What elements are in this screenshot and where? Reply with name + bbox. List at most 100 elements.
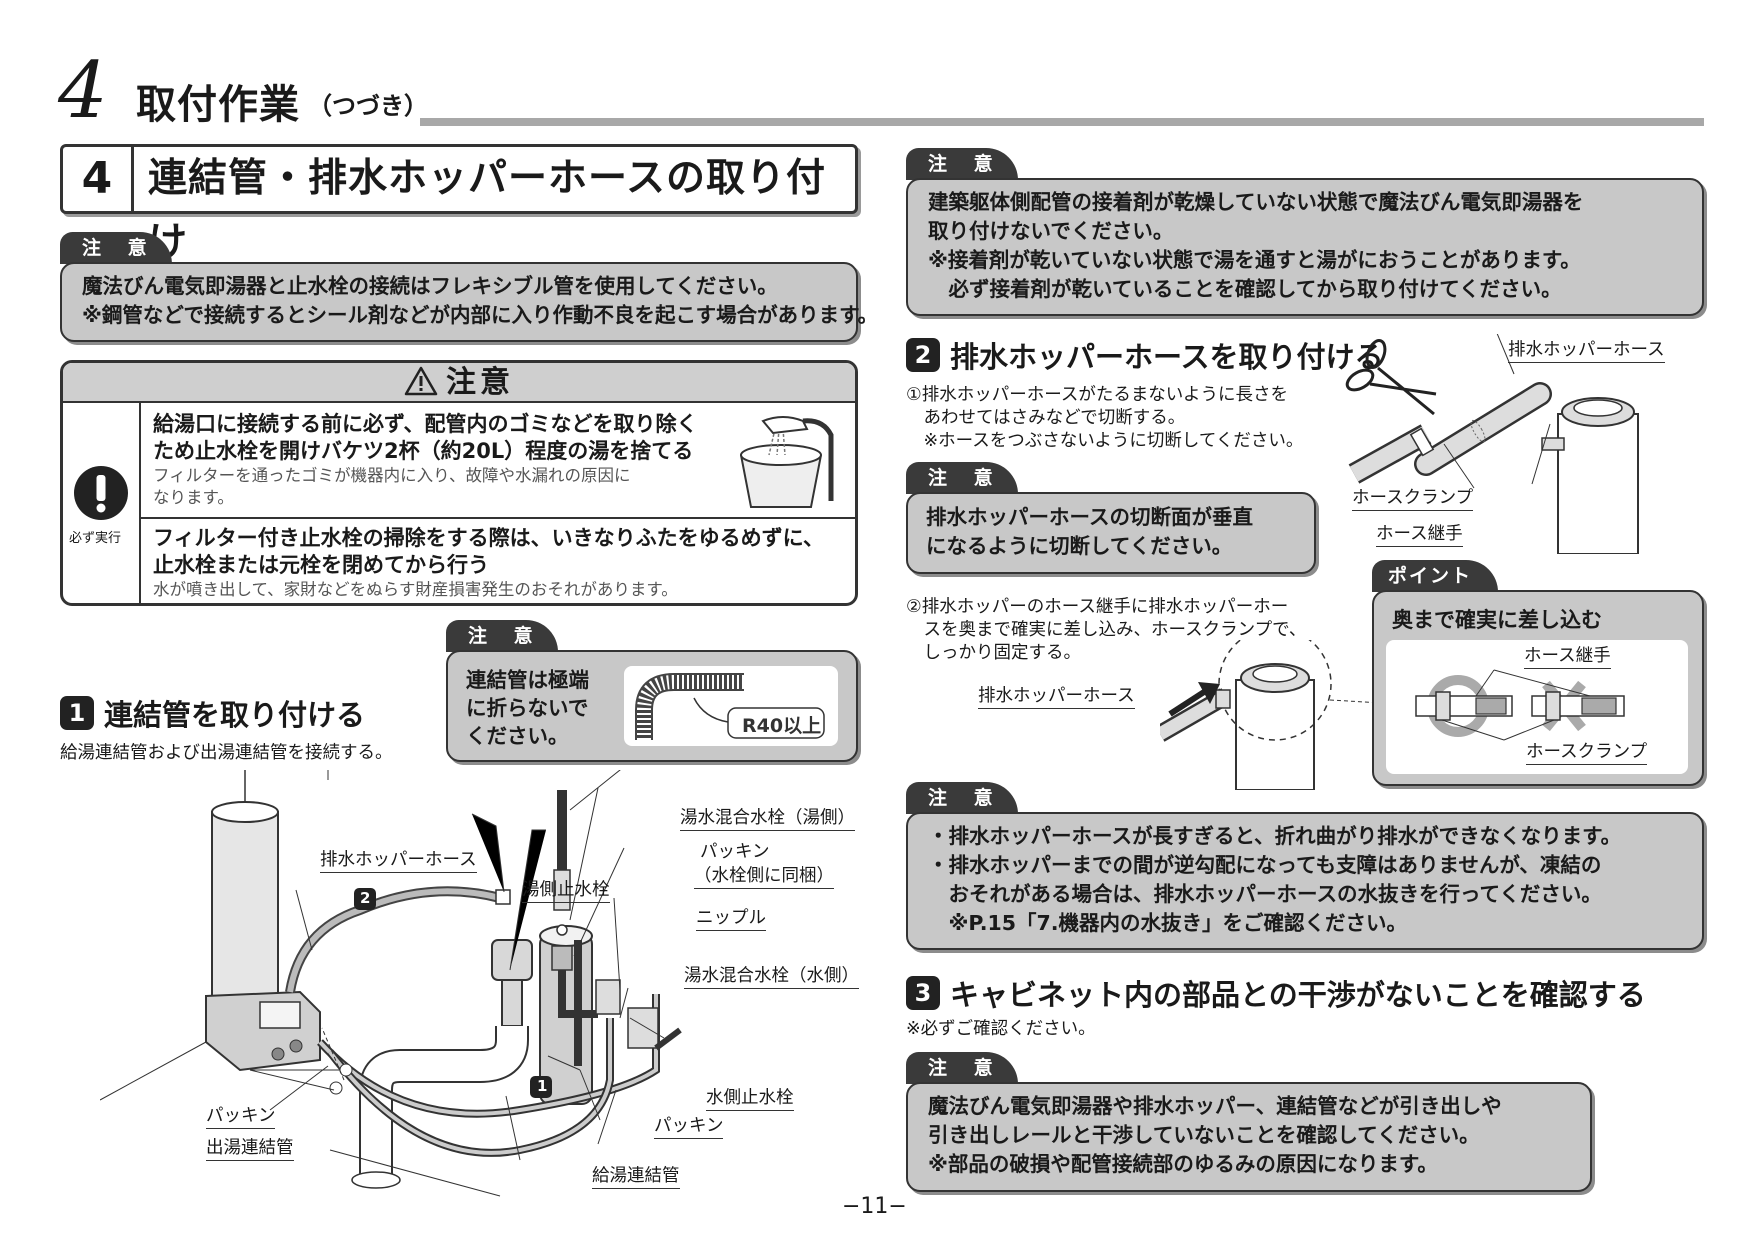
warning-header: 注意 bbox=[63, 363, 855, 403]
warning-item-2-note: 水が噴き出して、家財などをぬらす財産損害発生のおそれがあります。 bbox=[153, 580, 678, 599]
warning-left-column: 必ず実行 bbox=[63, 403, 141, 603]
point-label-joint: ホース継手 bbox=[1524, 642, 1611, 669]
warning-divider bbox=[141, 517, 855, 519]
marker-1-label: 1 bbox=[537, 1077, 548, 1095]
warning-item-2-line: フィルター付き止水栓の掃除をする際は、いきなりふたをゆるめずに、 bbox=[153, 526, 824, 550]
step-1-description: 給湯連結管および出湯連結管を接続する。 bbox=[60, 743, 393, 763]
instruction-line: ※ホースをつぶさないように切断してください。 bbox=[906, 431, 1304, 451]
label-packing: パッキン bbox=[700, 842, 770, 862]
step-2-title: 排水ホッパーホースを取り付ける bbox=[950, 340, 1384, 374]
caution-hose-line: ・排水ホッパーまでの間が逆勾配になっても支障はありませんが、凍結の bbox=[928, 853, 1602, 877]
caution-hose-line: ※P.15「7.機器内の水抜き」をご確認ください。 bbox=[928, 911, 1408, 935]
caution-interference-line: ※部品の破損や配管接続部のゆるみの原因になります。 bbox=[928, 1152, 1438, 1176]
label-nipple: ニップル bbox=[696, 904, 766, 931]
caution-interference-line: 魔法びん電気即湯器や排水ホッパー、連結管などが引き出しや bbox=[928, 1094, 1502, 1118]
instruction-line: あわせてはさみなどで切断する。 bbox=[906, 408, 1186, 428]
caution-bend: 連結管は極端 に折らないで ください。 R40以上 bbox=[446, 650, 858, 762]
bend-illustration: R40以上 bbox=[624, 666, 838, 746]
warning-item-1-line: 給湯口に接続する前に必ず、配管内のゴミなどを取り除く bbox=[153, 412, 698, 436]
caution-cut-line: 排水ホッパーホースの切断面が垂直 bbox=[926, 505, 1253, 529]
caution-line: ※鋼管などで接続するとシール剤などが内部に入り作動不良を起こす場合があります。 bbox=[82, 303, 879, 327]
bucket-illustration bbox=[740, 416, 834, 508]
step-3-note: ※必ずご確認ください。 bbox=[906, 1019, 1096, 1039]
caution-tab: 注 意 bbox=[446, 620, 558, 652]
caution-cut-line: になるように切断してください。 bbox=[926, 534, 1233, 558]
caution-adhesive-line: 取り付けないでください。 bbox=[928, 219, 1174, 243]
bend-radius-label: R40以上 bbox=[742, 715, 822, 737]
label-mix-water: 湯水混合水栓（水側） bbox=[684, 962, 859, 989]
chapter-subtitle: （つづき） bbox=[308, 92, 428, 120]
caution-hose-length: ・排水ホッパーホースが長すぎると、折れ曲がり排水ができなくなります。 ・排水ホッ… bbox=[906, 812, 1704, 950]
point-title: 奥まで確実に差し込む bbox=[1392, 608, 1602, 632]
label-hopper-hose: 排水ホッパーホース bbox=[320, 846, 477, 873]
must-do-label: 必ず実行 bbox=[69, 531, 122, 546]
caution-adhesive-line: 必ず接着剤が乾いていることを確認してから取り付けてください。 bbox=[928, 277, 1562, 301]
caution-adhesive-line: 建築躯体側配管の接着剤が乾燥していない状態で魔法びん電気即湯器を bbox=[928, 190, 1584, 214]
label-packing-left: パッキン bbox=[206, 1102, 276, 1129]
caution-hose-line: おそれがある場合は、排水ホッパーホースの水抜きを行ってください。 bbox=[928, 882, 1602, 906]
step-1-title: 連結管を取り付ける bbox=[104, 698, 366, 732]
marker-2-label: 2 bbox=[360, 889, 371, 907]
caution-line: 魔法びん電気即湯器と止水栓の接続はフレキシブル管を使用してください。 bbox=[82, 274, 778, 298]
label-outlet-pipe: 出湯連結管 bbox=[206, 1134, 294, 1161]
warning-item-1-note: フィルターを通ったゴミが機器内に入り、故障や水漏れの原因に bbox=[153, 466, 631, 485]
caution-bend-line: 連結管は極端 bbox=[466, 668, 589, 692]
label-water-valve: 水側止水栓 bbox=[706, 1084, 794, 1111]
label-hose-top: 排水ホッパーホース bbox=[1508, 336, 1665, 363]
warning-item-1: 給湯口に接続する前に必ず、配管内のゴミなどを取り除く ため止水栓を開けバケツ2杯… bbox=[153, 411, 698, 509]
warning-triangle-icon bbox=[404, 366, 438, 396]
caution-interference-line: 引き出しレールと干渉していないことを確認してください。 bbox=[928, 1123, 1480, 1147]
page-number: −11− bbox=[842, 1194, 907, 1219]
label-hose-joint: ホース継手 bbox=[1376, 520, 1463, 547]
caution-tab: 注 意 bbox=[906, 462, 1018, 494]
chapter-number: 4 bbox=[58, 46, 108, 136]
label-mix-hot: 湯水混合水栓（湯側） bbox=[680, 804, 855, 831]
point-illustration: ホース継手 ホースクランプ bbox=[1386, 640, 1688, 774]
caution-adhesive-line: ※接着剤が乾いていない状態で湯を通すと湯がにおうことがあります。 bbox=[928, 248, 1581, 272]
caution-hose-line: ・排水ホッパーホースが長すぎると、折れ曲がり排水ができなくなります。 bbox=[928, 824, 1622, 848]
instruction-line: スを奥まで確実に差し込み、ホースクランプで、 bbox=[906, 620, 1307, 640]
step-2-instruction-1: ①排水ホッパーホースがたるまないように長さを あわせてはさみなどで切断する。 ※… bbox=[906, 384, 1303, 453]
section-number: 4 bbox=[63, 147, 134, 211]
caution-bend-line: ください。 bbox=[466, 724, 569, 748]
caution-flexible-pipe: 魔法びん電気即湯器と止水栓の接続はフレキシブル管を使用してください。 ※鋼管など… bbox=[60, 262, 879, 342]
warning-item-2: フィルター付き止水栓の掃除をする際は、いきなりふたをゆるめずに、 止水栓または元… bbox=[153, 525, 824, 601]
step-3-badge: 3 bbox=[906, 976, 940, 1010]
point-box: 奥まで確実に差し込む ホース継手 ホースクランプ bbox=[1372, 590, 1704, 786]
section-title: 連結管・排水ホッパーホースの取り付け bbox=[147, 156, 826, 265]
connection-pipes-illustration bbox=[100, 770, 682, 1197]
caution-tab: 注 意 bbox=[906, 782, 1018, 814]
warning-item-1-line: ため止水栓を開けバケツ2杯（約20L）程度の湯を捨てる bbox=[153, 439, 694, 463]
caution-tab: 注 意 bbox=[60, 232, 172, 264]
section-header: 4 連結管・排水ホッパーホースの取り付け bbox=[60, 144, 858, 265]
caution-cut-vertical: 排水ホッパーホースの切断面が垂直 になるように切断してください。 bbox=[906, 492, 1316, 574]
instruction-line: しっかり固定する。 bbox=[906, 643, 1081, 663]
step-3-title: キャビネット内の部品との干渉がないことを確認する bbox=[950, 978, 1646, 1012]
warning-item-1-note: なります。 bbox=[153, 488, 234, 507]
step-2-badge: 2 bbox=[906, 338, 940, 372]
caution-tab: 注 意 bbox=[906, 148, 1018, 180]
warning-box: 注意 必ず実行 給湯口に接続する前に必ず、配管内のゴミなどを取り除く ため止水栓… bbox=[60, 360, 858, 606]
hose-insert-illustration bbox=[1160, 640, 1400, 790]
caution-tab: 注 意 bbox=[906, 1052, 1018, 1084]
label-packing-note: （水栓側に同梱） bbox=[694, 862, 834, 889]
caution-bend-line: に折らないで bbox=[466, 696, 589, 720]
point-label-clamp: ホースクランプ bbox=[1526, 738, 1648, 765]
must-do-icon bbox=[74, 466, 128, 520]
bent-pipe-icon bbox=[635, 673, 825, 740]
chapter-title: 取付作業 bbox=[136, 82, 300, 128]
label-hose-bottom: 排水ホッパーホース bbox=[978, 682, 1135, 709]
caution-adhesive: 建築躯体側配管の接着剤が乾燥していない状態で魔法びん電気即湯器を 取り付けないで… bbox=[906, 178, 1704, 316]
insert-arrow-icon bbox=[1168, 682, 1220, 717]
caution-interference: 魔法びん電気即湯器や排水ホッパー、連結管などが引き出しや 引き出しレールと干渉し… bbox=[906, 1082, 1592, 1192]
label-hot-valve: 湯側止水栓 bbox=[522, 876, 610, 903]
instruction-line: ②排水ホッパーのホース継手に排水ホッパーホー bbox=[906, 597, 1289, 617]
instruction-line: ①排水ホッパーホースがたるまないように長さを bbox=[906, 385, 1288, 405]
point-tab: ポイント bbox=[1372, 560, 1498, 592]
insert-ok-ng-icon bbox=[1415, 669, 1625, 741]
step-1-badge: 1 bbox=[60, 696, 94, 730]
label-supply-pipe: 給湯連結管 bbox=[592, 1162, 680, 1189]
warning-item-2-line: 止水栓または元栓を閉めてから行う bbox=[153, 553, 489, 577]
chapter-rule bbox=[420, 118, 1704, 126]
scissors-hose-illustration bbox=[1345, 334, 1639, 554]
